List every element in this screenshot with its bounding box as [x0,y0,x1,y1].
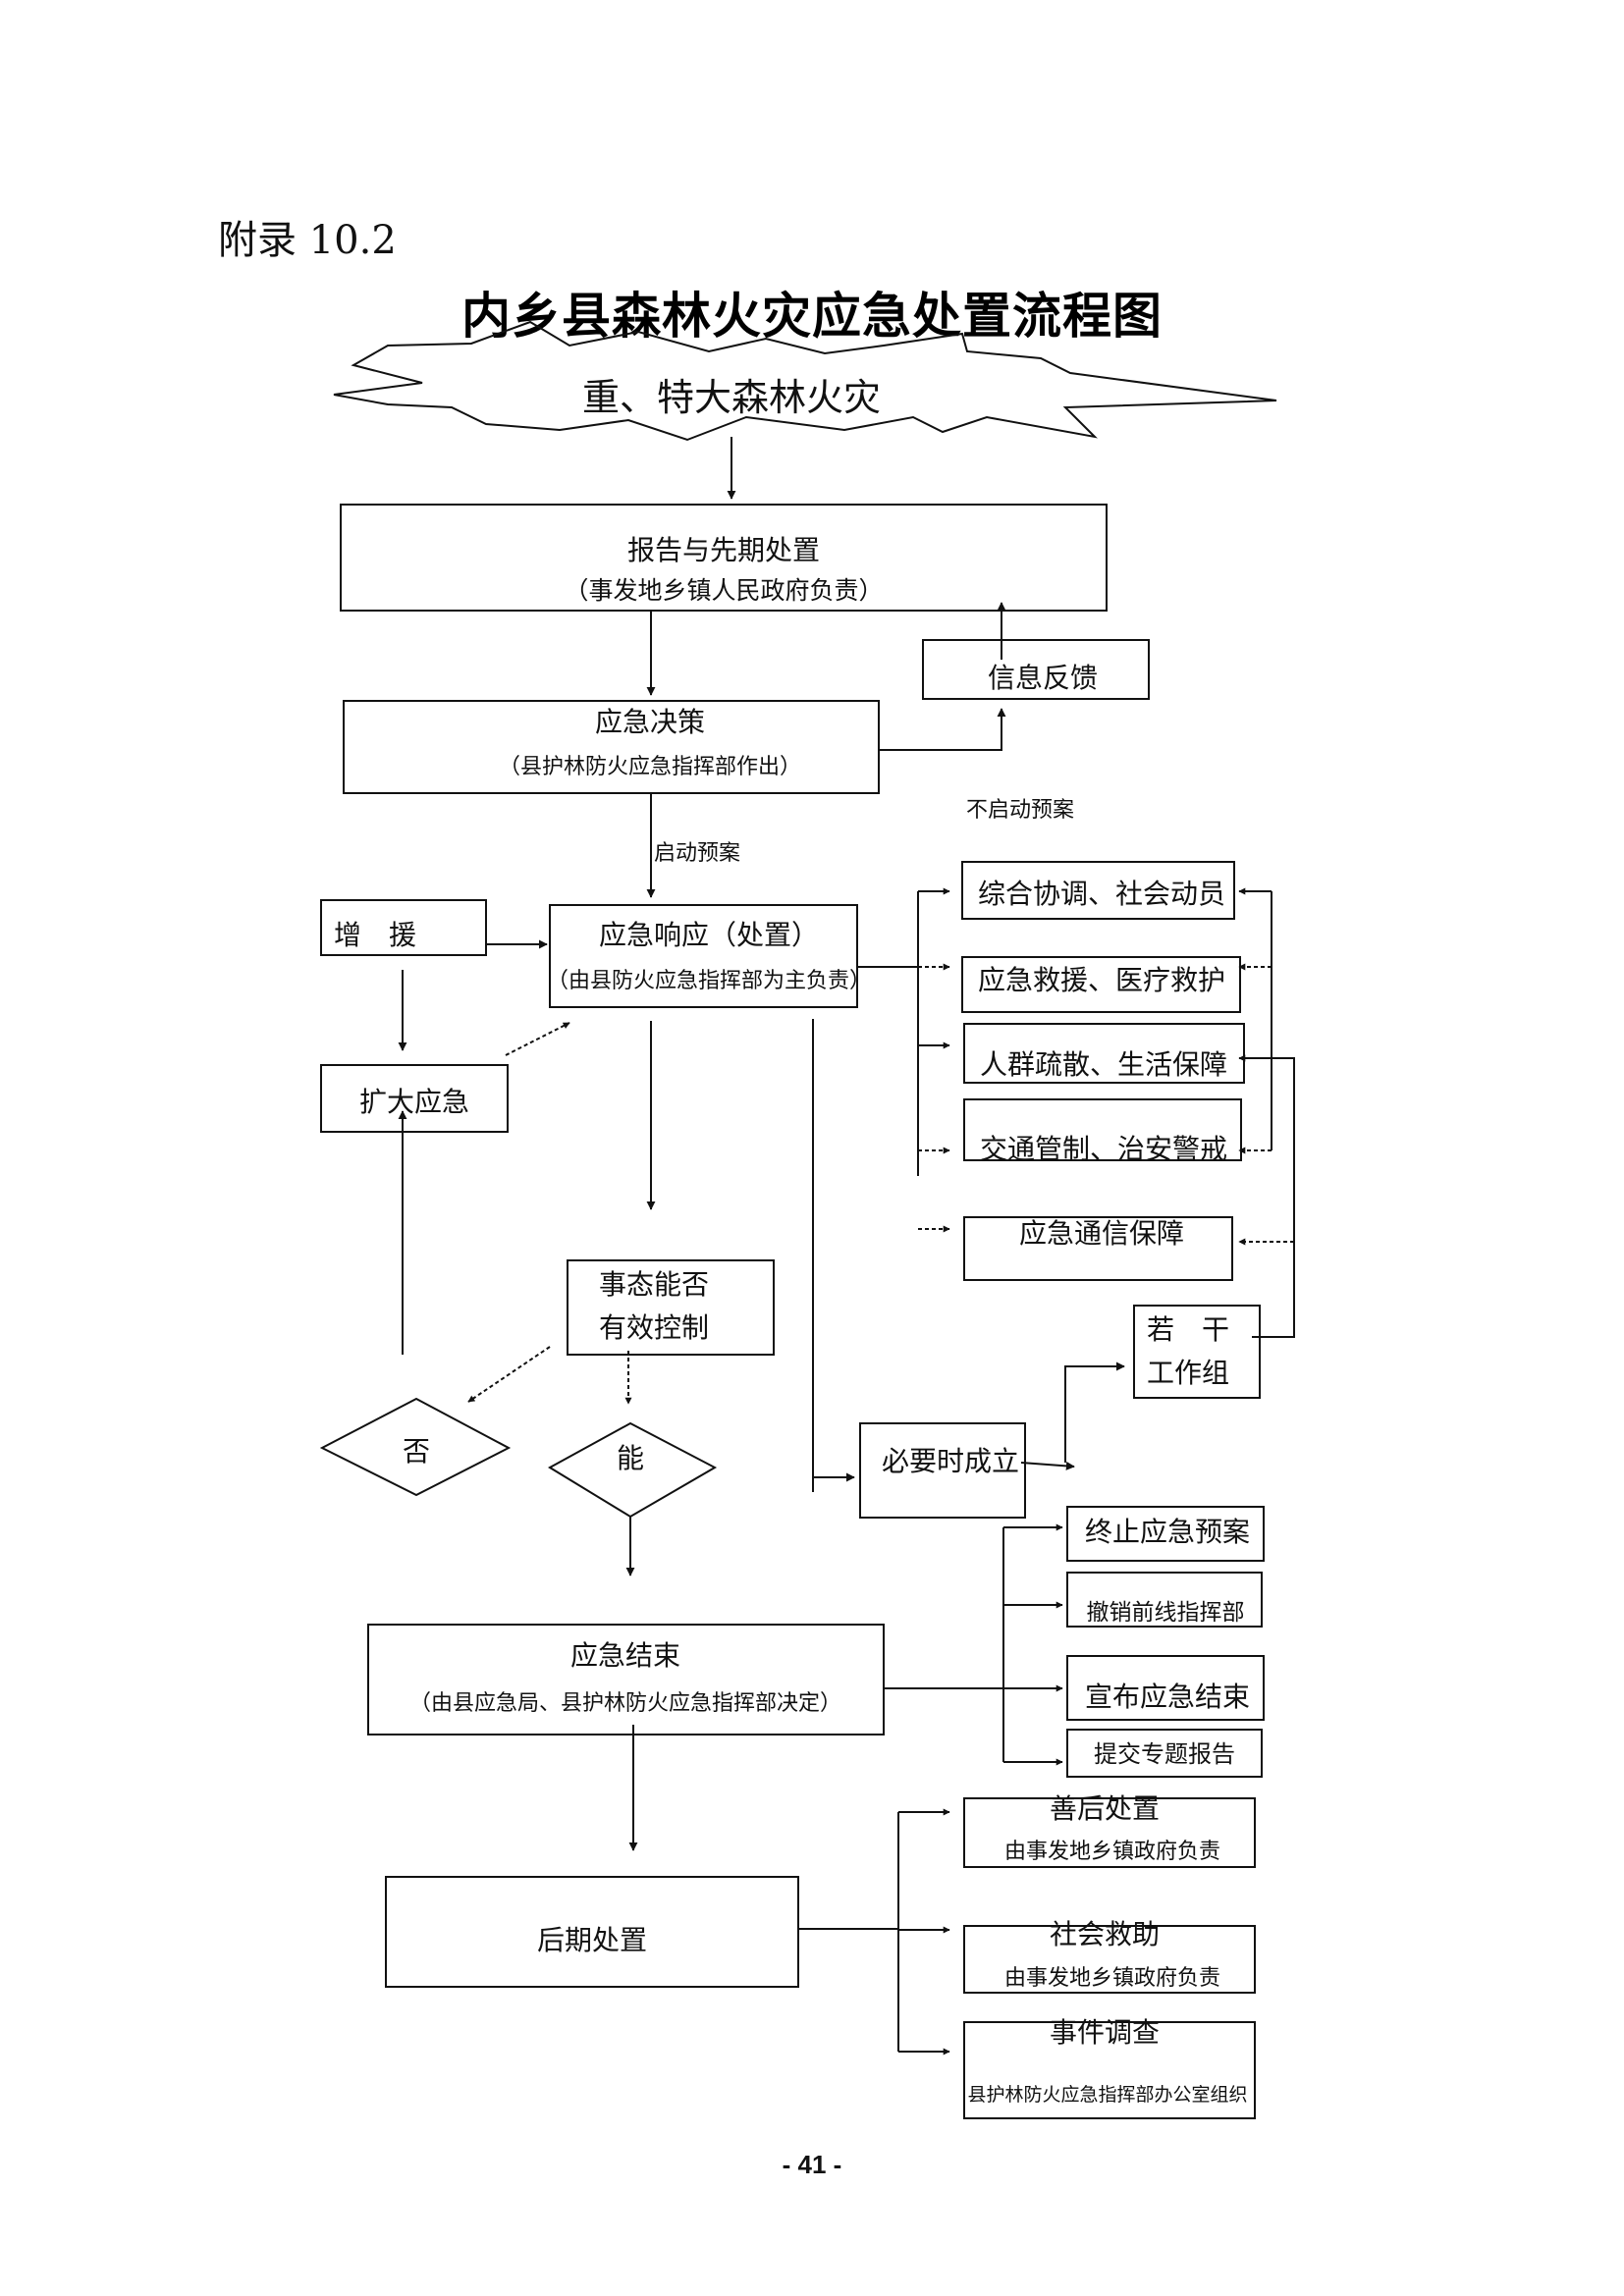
response-label-line1: 应急响应（处置） [599,919,819,951]
post-step-label-2-line2: 由事发地乡镇政府负责 [1004,1966,1220,1991]
when-needed-box [859,1422,1026,1519]
page-title: 内乡县森林火灾应急处置流程图 [461,288,1163,345]
appendix-label: 附录 10.2 [218,218,397,263]
end-step-box-1 [1066,1506,1265,1562]
flowchart-labels: 重、特大森林火灾 报告与先期处置 （事发地乡镇人民政府负责） 信息反馈 应急决策… [334,376,1250,2106]
response-label-line2: （由县防火应急指挥部为主负责） [547,969,871,993]
end-step-label-2: 撤销前线指挥部 [1087,1600,1245,1626]
post-step-label-1-line2: 由事发地乡镇政府负责 [1004,1840,1220,1864]
reinforce-box [320,899,487,956]
arrow-control-to-no [467,1346,551,1403]
start-plan-label: 启动预案 [654,841,740,866]
post-box [385,1876,799,1988]
post-label: 后期处置 [537,1924,647,1956]
line-groups-feedback-outer [1238,1054,1295,1338]
end-step-box-3 [1066,1655,1265,1721]
post-step-box-1 [963,1797,1256,1868]
end-label-line1: 应急结束 [570,1639,680,1672]
expand-box [320,1064,509,1133]
yes-diamond [548,1421,718,1519]
action-box-3 [963,1023,1245,1084]
post-step-box-2 [963,1925,1256,1994]
page-number: - 41 - [782,2150,842,2179]
action-box-4 [963,1098,1242,1161]
start-burst-shape [333,320,1277,442]
end-box [367,1624,885,1735]
control-box [567,1259,775,1356]
no-diamond [319,1397,512,1497]
no-plan-label: 不启动预案 [966,798,1074,823]
action-label-5: 应急通信保障 [1019,1217,1184,1250]
post-step-label-2-line1: 社会救助 [1050,1918,1160,1950]
report-label-line2: （事发地乡镇人民政府负责） [564,576,883,605]
yes-label: 能 [617,1442,644,1474]
action-box-5 [963,1216,1233,1281]
control-label-line2: 有效控制 [599,1311,709,1344]
post-step-label-3-line2: 县护林防火应急指挥部办公室组织 [967,2084,1247,2106]
end-step-label-1: 终止应急预案 [1085,1516,1250,1548]
end-label-line2: （由县应急局、县护林防火应急指挥部决定） [409,1691,841,1716]
action-label-2: 应急救援、医疗救护 [978,964,1225,996]
report-label-line1: 报告与先期处置 [627,534,820,566]
end-step-box-4 [1066,1729,1263,1778]
working-groups-box [1133,1305,1261,1399]
action-label-1: 综合协调、社会动员 [978,878,1225,910]
working-groups-label-line2: 工作组 [1147,1357,1229,1389]
feedback-label: 信息反馈 [988,662,1098,694]
decision-label-line1: 应急决策 [595,706,705,738]
decision-box [343,700,880,794]
start-burst-label: 重、特大森林火灾 [582,376,881,419]
arrow-when-needed-to-groups [1020,1461,1075,1470]
no-label: 否 [403,1435,430,1468]
action-label-4: 交通管制、治安警戒 [980,1133,1227,1165]
arrow-to-working-groups [1064,1362,1125,1463]
feedback-box [922,639,1150,700]
post-step-label-3-line1: 事件调查 [1050,2016,1160,2049]
action-label-3: 人群疏散、生活保障 [980,1048,1227,1081]
arrow-decision-to-feedback [879,708,1006,751]
action-box-1 [961,861,1235,920]
working-groups-label-line1: 若 干 [1147,1313,1229,1346]
report-box [340,504,1108,612]
arrow-expand-to-response [505,1022,570,1056]
decision-label-line2: （县护林防火应急指挥部作出） [499,755,801,779]
post-step-box-3 [963,2021,1256,2119]
post-step-label-1-line1: 善后处置 [1050,1792,1160,1825]
reinforce-label: 增 援 [334,919,416,951]
end-step-label-3: 宣布应急结束 [1085,1681,1250,1713]
action-box-2 [961,956,1241,1013]
response-box [549,904,858,1008]
when-needed-label: 必要时成立 [882,1445,1019,1477]
arrow-response-to-when-needed [812,1019,855,1482]
end-step-label-4: 提交专题报告 [1094,1740,1235,1768]
end-step-box-2 [1066,1572,1263,1628]
expand-label: 扩大应急 [359,1086,469,1118]
control-label-line1: 事态能否 [599,1268,709,1301]
